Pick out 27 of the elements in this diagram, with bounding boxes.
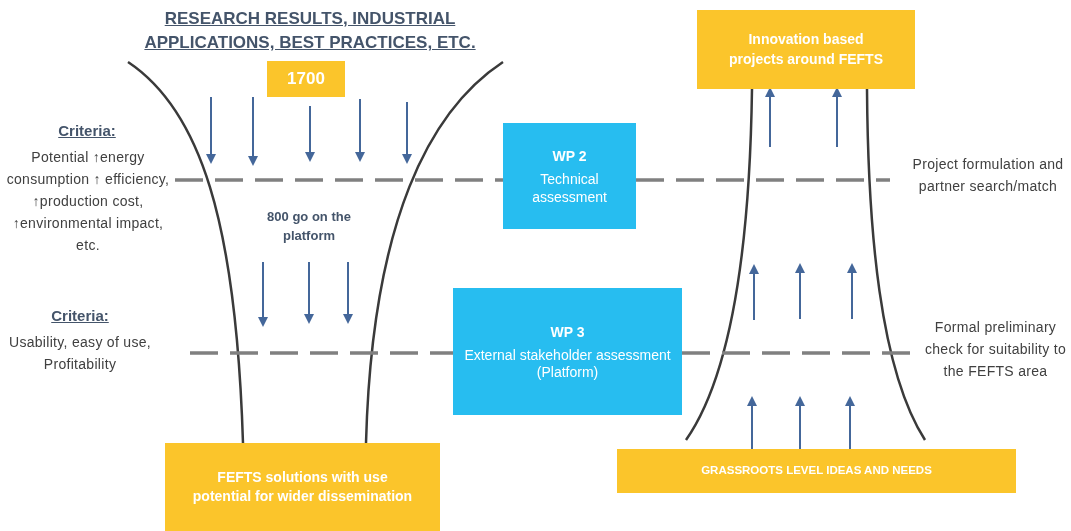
process-box [453, 288, 682, 415]
note-text: Usability, easy of use, Profitability [7, 333, 152, 374]
arrow [832, 87, 842, 148]
note-text: 800 go on the platform [266, 208, 352, 245]
note-text: Project formulation and partner search/match [911, 155, 1065, 196]
box-text: Technical assessment [531, 171, 608, 206]
note-text: Formal preliminary check for suitability to the FEFTS area [923, 318, 1067, 381]
box-heading: WP 3 [550, 322, 585, 342]
stage-box [165, 443, 440, 531]
process-box [503, 123, 636, 229]
arrow [747, 396, 757, 450]
arrow [765, 87, 775, 148]
criteria-heading: Criteria: [50, 306, 110, 326]
box-text: External stakeholder assessment (Platform) [463, 346, 672, 382]
heading: RESEARCH RESULTS, INDUSTRIAL APPLICATIONS, BEST PRACTICES, ETC. [143, 8, 477, 54]
arrow [845, 396, 855, 450]
box-text: 1700 [287, 68, 325, 91]
box-text: FEFTS solutions with use potential for wider dissemination [191, 467, 414, 506]
box-text: Innovation based projects around FEFTS [728, 30, 884, 69]
criteria-heading: Criteria: [57, 121, 117, 141]
stage-box [267, 61, 345, 97]
arrow [795, 396, 805, 450]
stage-box [617, 449, 1016, 493]
stage-box [697, 10, 915, 89]
note-text: Potential ↑energy consumption ↑ efficiency, ↑production cost, ↑environmental impact, etc. [5, 148, 171, 255]
box-heading: WP 2 [552, 147, 587, 166]
box-text: GRASSROOTS LEVEL IDEAS AND NEEDS [701, 463, 932, 479]
